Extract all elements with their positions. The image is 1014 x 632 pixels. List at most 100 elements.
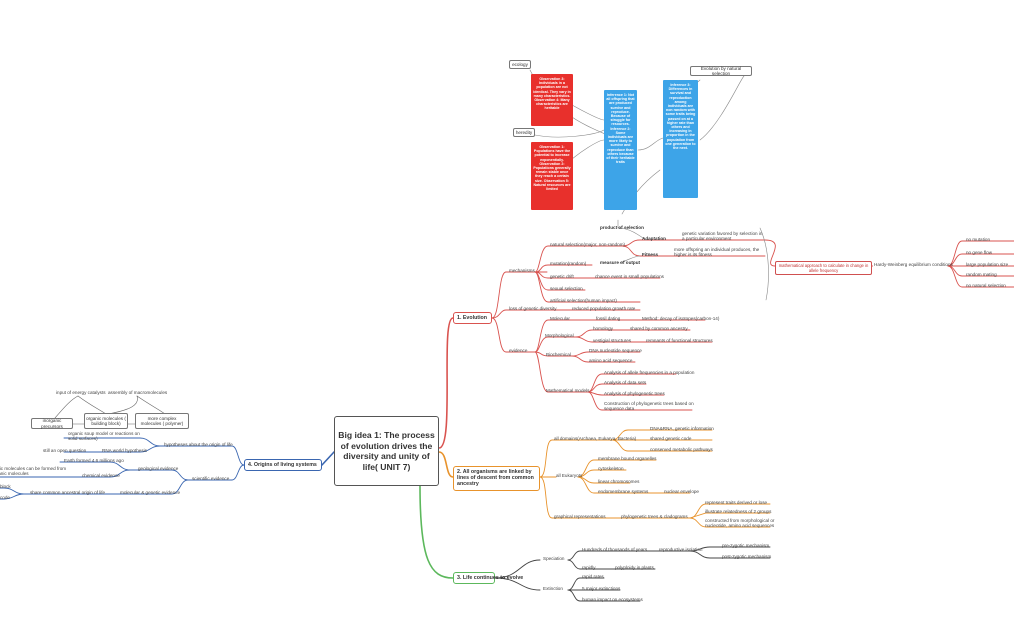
loss-genetic-diversity-label[interactable]: loss of genetic diversity [509, 306, 557, 311]
inference-note-3-text: Inference 3: Differences in survival and… [665, 83, 696, 151]
natural-selection-label[interactable]: natural selection(major, non-random) [550, 242, 626, 247]
speciation-label[interactable]: Speciation [543, 556, 565, 561]
hundreds-label[interactable]: Hundreds of thousands of years [582, 547, 648, 552]
organic-soup-label[interactable]: organic soup model or reactions on solid… [68, 431, 140, 442]
genetic-drift-label[interactable]: genetic drift [550, 274, 574, 279]
math-model-1[interactable]: Analysis of allele frequencies in a popu… [604, 370, 695, 375]
branch-continues[interactable]: 3. Life continues to evolve [453, 572, 523, 585]
branch-continues-label: 3. Life continues to evolve [457, 575, 524, 581]
human-impact-label[interactable]: human impact on ecosystems [582, 597, 643, 602]
branch-evolution[interactable]: 1. Evolution [453, 312, 492, 325]
math-model-3[interactable]: Analysis of phylogenetic trees [604, 391, 665, 396]
cytoskeleton-label[interactable]: cytoskeleton [598, 466, 624, 471]
phylo-item-3[interactable]: constructed from morphological or nucleo… [705, 518, 775, 529]
pre-zygotic-label[interactable]: pre-zygotic mechanism [722, 543, 770, 548]
method-decay-label[interactable]: Method: decay of isotopes(carbon-14) [642, 316, 720, 321]
fitness-definition[interactable]: more offspring an individual produces, t… [674, 247, 760, 258]
fitness-label[interactable]: Fitness [642, 252, 659, 257]
five-major-label[interactable]: 5 major extinctions [582, 586, 621, 591]
mutation-label[interactable]: mutation(random) [550, 261, 587, 266]
molecular-genetic-label[interactable]: molecular & genetic evidence [120, 490, 181, 495]
observation-note-2-text: Observation 1: Populations have the pote… [533, 145, 571, 192]
adaptation-label[interactable]: Adaptation [642, 236, 666, 241]
reduced-growth-label[interactable]: reduced population growth rate [572, 306, 636, 311]
observation-note-1[interactable]: Observation 3: Individuals in a populati… [531, 74, 573, 126]
hw-condition-3[interactable]: large population size [966, 262, 1009, 267]
inference-note-1[interactable]: Inference 1: Not all offspring that are … [604, 90, 637, 210]
remnants-label[interactable]: remnants of functional structures [646, 338, 713, 343]
eukaryotes-label[interactable]: all Eukaryots [556, 473, 583, 478]
branch-evolution-label: 1. Evolution [457, 315, 488, 321]
ecology-node[interactable]: ecology [509, 60, 531, 69]
hw-condition-1[interactable]: no mutation [966, 237, 991, 242]
organic-formed-label[interactable]: organic molecules can be formed from ino… [0, 466, 67, 477]
measure-of-output-label[interactable]: measure of output [600, 260, 641, 265]
organic-building-label: organic molecules ( building block) [86, 415, 126, 426]
amino-acid-sequence-label[interactable]: amino acid sequence [589, 358, 633, 363]
still-open-label[interactable]: still an open question [43, 448, 87, 453]
linear-chromosomes-label[interactable]: linear chromosomes [598, 479, 640, 484]
geological-evidence-label[interactable]: geological evidence [138, 466, 179, 471]
inference-note-3[interactable]: Inference 3: Differences in survival and… [663, 80, 698, 198]
fossil-dating-label[interactable]: fossil dating [596, 316, 621, 321]
rapid-rates-label[interactable]: rapid rates [582, 574, 604, 579]
share-ancestral-label[interactable]: share common ancestral origin of life [30, 490, 106, 495]
organic-building-node[interactable]: organic molecules ( building block) [84, 413, 128, 429]
shared-ancestry-label[interactable]: shared by common ancestry [630, 326, 688, 331]
central-topic[interactable]: Big idea 1: The process of evolution dri… [334, 416, 439, 486]
heredity-node[interactable]: heredity [513, 128, 535, 137]
molecular-label[interactable]: Molecular [550, 316, 570, 321]
chemical-evidence-label[interactable]: chemical evidence [82, 473, 120, 478]
dna-rna-label[interactable]: DNA&RNA, genetic information [650, 426, 714, 431]
biochemical-label[interactable]: Biochemical [546, 352, 571, 357]
vestigial-label[interactable]: vestigial structures [593, 338, 632, 343]
assembly-label[interactable]: assembly of macromolecules [108, 390, 168, 395]
hw-condition-2[interactable]: no gene flow [966, 250, 993, 255]
observation-note-2[interactable]: Observation 1: Populations have the pote… [531, 142, 573, 210]
membrane-organelles-label[interactable]: membrane bound organelles [598, 456, 657, 461]
input-energy-label[interactable]: input of energy catalysts [56, 390, 106, 395]
sexual-selection-label[interactable]: sexual selection [550, 286, 583, 291]
product-of-selection-label[interactable]: product of selection [600, 225, 644, 230]
extinction-label[interactable]: Extinction [543, 586, 563, 591]
hw-condition-5[interactable]: no natural selection [966, 283, 1006, 288]
phylo-item-1[interactable]: represent traits derived or lose [705, 500, 768, 505]
evidence-label[interactable]: evidence [509, 348, 528, 353]
graphical-representations-label[interactable]: graphical representations [554, 514, 606, 519]
rna-world-label[interactable]: RNA world hypothesis [102, 448, 147, 453]
artificial-selection-label[interactable]: artificial selection(human impact) [550, 298, 617, 303]
morphological-label[interactable]: Morphological [545, 333, 574, 338]
polyploidy-label[interactable]: polyploidy in plants [615, 565, 654, 570]
all-domains-label[interactable]: all domains(Archaea, Eukarya, Bacteria) [554, 436, 637, 441]
math-model-2[interactable]: Analysis of data sets [604, 380, 647, 385]
scientific-evidence-label[interactable]: scientific evidence [192, 476, 230, 481]
reproductive-isolation-label[interactable]: reproductive isolation [659, 547, 703, 552]
evolution-natural-selection-node[interactable]: Evolution by natural selection [690, 66, 752, 76]
endomembrane-label[interactable]: endomembrane systems [598, 489, 649, 494]
math-model-4[interactable]: Construction of phylogenetic trees based… [604, 401, 694, 412]
math-models-label[interactable]: Mathematical models [546, 388, 590, 393]
chance-events-label[interactable]: chance event in small populations [595, 274, 664, 279]
phylogenetic-trees-label[interactable]: phylogenetic trees & cladograms [621, 514, 688, 519]
hypotheses-label[interactable]: hypotheses about the origin of life [164, 442, 233, 447]
inorganic-precursors-node[interactable]: inorganic precursors [31, 418, 73, 429]
shared-code-label[interactable]: shared genetic code [650, 436, 692, 441]
branch-descent[interactable]: 2. All organisms are linked by lines of … [453, 466, 540, 491]
mechanisms-label[interactable]: mechanisms [509, 268, 535, 273]
complex-polymer-node[interactable]: more complex molecules ( polymer) [135, 413, 189, 429]
branch-origins[interactable]: 4. Origins of living systems [244, 459, 322, 472]
conserved-pathways-label[interactable]: conserved metabolic pathways [650, 447, 713, 452]
block-label[interactable]: block [0, 484, 11, 489]
homology-label[interactable]: homology [593, 326, 613, 331]
hw-condition-4[interactable]: random mating [966, 272, 997, 277]
nuclear-envelope-label[interactable]: nuclear envelope [664, 489, 699, 494]
code-label[interactable]: code [0, 495, 10, 500]
post-zygotic-label[interactable]: post-zygotic mechanism [722, 554, 772, 559]
math-approach-node[interactable]: mathematical approach to calculate in ch… [775, 261, 872, 275]
adaptation-definition[interactable]: genetic variation favored by selection i… [682, 231, 763, 242]
earth-formed-label[interactable]: Earth formed 4.6 millions ago [64, 458, 124, 463]
hardy-weinberg-label[interactable]: Hardy-Weinberg equilibrium conditions [874, 262, 953, 267]
phylo-item-2[interactable]: illustrate relatedness of 2 groups [705, 509, 772, 514]
rapidly-label[interactable]: rapidly [582, 565, 596, 570]
dna-sequence-label[interactable]: DNA nucleotide sequence [589, 348, 642, 353]
